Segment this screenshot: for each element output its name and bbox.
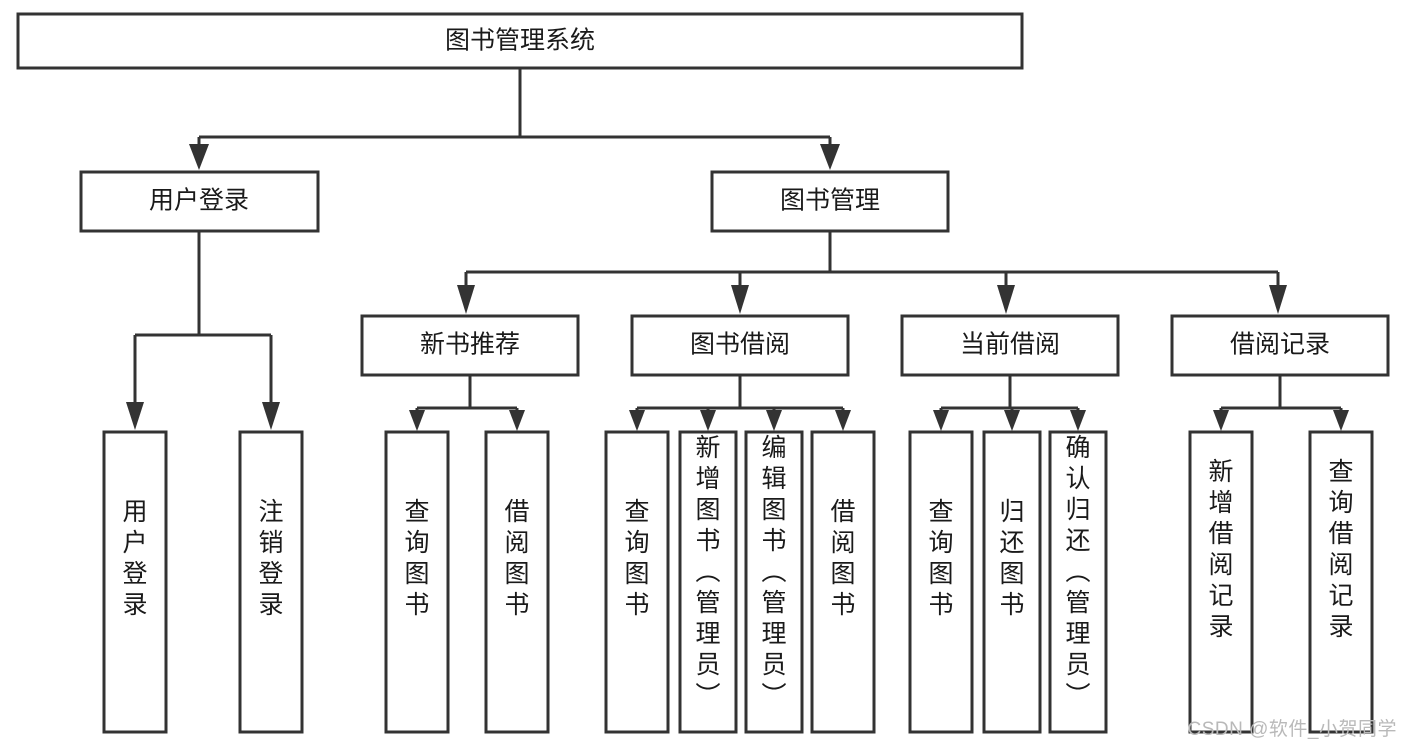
node-user-login-box[interactable] xyxy=(79,170,320,233)
node-current-borrow-label: 当前借阅 xyxy=(960,331,1060,359)
node-leaf-borrow-book-2[interactable]: 借阅图书 xyxy=(810,430,876,734)
node-leaf-query-book-2[interactable]: 查询图书 xyxy=(604,430,670,734)
node-leaf-add-book-box[interactable] xyxy=(678,430,738,734)
node-book-manage[interactable]: 图书管理 xyxy=(710,170,950,233)
connector-group-user-login xyxy=(126,231,280,430)
node-book-borrow-label: 图书借阅 xyxy=(690,331,790,359)
node-leaf-borrow-book-1-box[interactable] xyxy=(484,430,550,734)
node-leaf-query-book-3[interactable]: 查询图书 xyxy=(908,430,974,734)
node-leaf-return-book[interactable]: 归还图书 xyxy=(982,430,1042,734)
node-leaf-logout-label: 注销登录 xyxy=(258,498,283,619)
node-current-borrow-box[interactable] xyxy=(900,314,1120,377)
node-user-login-label: 用户登录 xyxy=(149,187,249,215)
node-user-login[interactable]: 用户登录 xyxy=(79,170,320,233)
node-leaf-return-book-label: 归还图书 xyxy=(999,498,1024,619)
arrow-head-leaf-confirm-return xyxy=(1070,410,1086,431)
node-leaf-query-book-1-box[interactable] xyxy=(384,430,450,734)
arrow-head-leaf-user-login xyxy=(126,402,144,430)
node-leaf-query-book-2-label: 查询图书 xyxy=(624,498,649,619)
node-borrow-record-box[interactable] xyxy=(1170,314,1390,377)
node-leaf-query-record-box[interactable] xyxy=(1308,430,1374,734)
node-leaf-query-record-label: 查询借阅记录 xyxy=(1328,458,1353,641)
node-leaf-add-record-label: 新增借阅记录 xyxy=(1208,458,1233,641)
connector-group-new-book-rec xyxy=(409,375,525,431)
arrow-head-book-manage xyxy=(820,144,840,170)
node-leaf-query-book-3-box[interactable] xyxy=(908,430,974,734)
node-leaf-query-book-2-box[interactable] xyxy=(604,430,670,734)
arrow-head-book-borrow xyxy=(731,285,749,314)
node-book-manage-box[interactable] xyxy=(710,170,950,233)
connector-group-current-borrow xyxy=(933,375,1086,431)
node-leaf-logout[interactable]: 注销登录 xyxy=(238,430,304,734)
node-new-book-rec[interactable]: 新书推荐 xyxy=(360,314,580,377)
arrow-head-leaf-logout xyxy=(262,402,280,430)
node-current-borrow[interactable]: 当前借阅 xyxy=(900,314,1120,377)
arrow-head-leaf-return-book xyxy=(1004,410,1020,431)
node-book-borrow[interactable]: 图书借阅 xyxy=(630,314,850,377)
arrow-head-leaf-add-book xyxy=(700,410,716,431)
node-leaf-borrow-book-1[interactable]: 借阅图书 xyxy=(484,430,550,734)
node-root[interactable]: 图书管理系统 xyxy=(16,12,1024,70)
node-root-label: 图书管理系统 xyxy=(445,27,595,55)
arrow-head-leaf-query-book-1 xyxy=(409,410,425,431)
node-leaf-edit-book-box[interactable] xyxy=(744,430,804,734)
node-leaf-add-book[interactable]: 新增图书︵管理员︶ xyxy=(678,430,738,734)
node-leaf-query-book-1[interactable]: 查询图书 xyxy=(384,430,450,734)
arrow-head-leaf-borrow-book-2 xyxy=(835,410,851,431)
node-leaf-query-record[interactable]: 查询借阅记录 xyxy=(1308,430,1374,734)
node-leaf-borrow-book-2-box[interactable] xyxy=(810,430,876,734)
node-leaf-query-book-3-label: 查询图书 xyxy=(928,498,953,619)
arrow-head-current-borrow xyxy=(997,285,1015,314)
arrow-head-leaf-edit-book xyxy=(766,410,782,431)
arrow-head-leaf-query-record xyxy=(1333,410,1349,431)
node-book-borrow-box[interactable] xyxy=(630,314,850,377)
connector-group-borrow-record xyxy=(1213,375,1349,431)
connector-group-book-manage xyxy=(457,231,1287,314)
node-leaf-add-record-box[interactable] xyxy=(1188,430,1254,734)
arrow-head-leaf-query-book-2 xyxy=(629,410,645,431)
node-leaf-logout-box[interactable] xyxy=(238,430,304,734)
node-leaf-user-login-box[interactable] xyxy=(102,430,168,734)
node-leaf-confirm-return-box[interactable] xyxy=(1048,430,1108,734)
node-leaf-query-book-1-label: 查询图书 xyxy=(404,498,429,619)
node-borrow-record-label: 借阅记录 xyxy=(1230,331,1330,359)
node-leaf-edit-book[interactable]: 编辑图书︵管理员︶ xyxy=(744,430,804,734)
node-leaf-borrow-book-2-label: 借阅图书 xyxy=(830,498,855,619)
node-root-box[interactable] xyxy=(16,12,1024,70)
arrow-head-leaf-query-book-3 xyxy=(933,410,949,431)
node-book-manage-label: 图书管理 xyxy=(780,187,880,215)
node-leaf-return-book-box[interactable] xyxy=(982,430,1042,734)
arrow-head-leaf-add-record xyxy=(1213,410,1229,431)
node-leaf-user-login-label: 用户登录 xyxy=(122,498,147,619)
node-new-book-rec-box[interactable] xyxy=(360,314,580,377)
node-new-book-rec-label: 新书推荐 xyxy=(420,331,520,359)
arrow-head-leaf-borrow-book-1 xyxy=(509,410,525,431)
connector-group-book-borrow xyxy=(629,375,851,431)
node-leaf-confirm-return[interactable]: 确认归还︵管理员︶ xyxy=(1048,430,1108,734)
node-borrow-record[interactable]: 借阅记录 xyxy=(1170,314,1390,377)
connector-group-root xyxy=(189,68,840,170)
node-leaf-add-record[interactable]: 新增借阅记录 xyxy=(1188,430,1254,734)
arrow-head-borrow-record xyxy=(1269,285,1287,314)
arrow-head-user-login xyxy=(189,144,209,170)
node-leaf-add-book-label: 新增图书︵管理员︶ xyxy=(695,434,720,710)
node-leaf-confirm-return-label: 确认归还︵管理员︶ xyxy=(1065,434,1090,710)
node-leaf-borrow-book-1-label: 借阅图书 xyxy=(504,498,529,619)
node-leaf-edit-book-label: 编辑图书︵管理员︶ xyxy=(761,434,786,710)
node-leaf-user-login[interactable]: 用户登录 xyxy=(102,430,168,734)
arrow-head-new-book-rec xyxy=(457,285,475,314)
